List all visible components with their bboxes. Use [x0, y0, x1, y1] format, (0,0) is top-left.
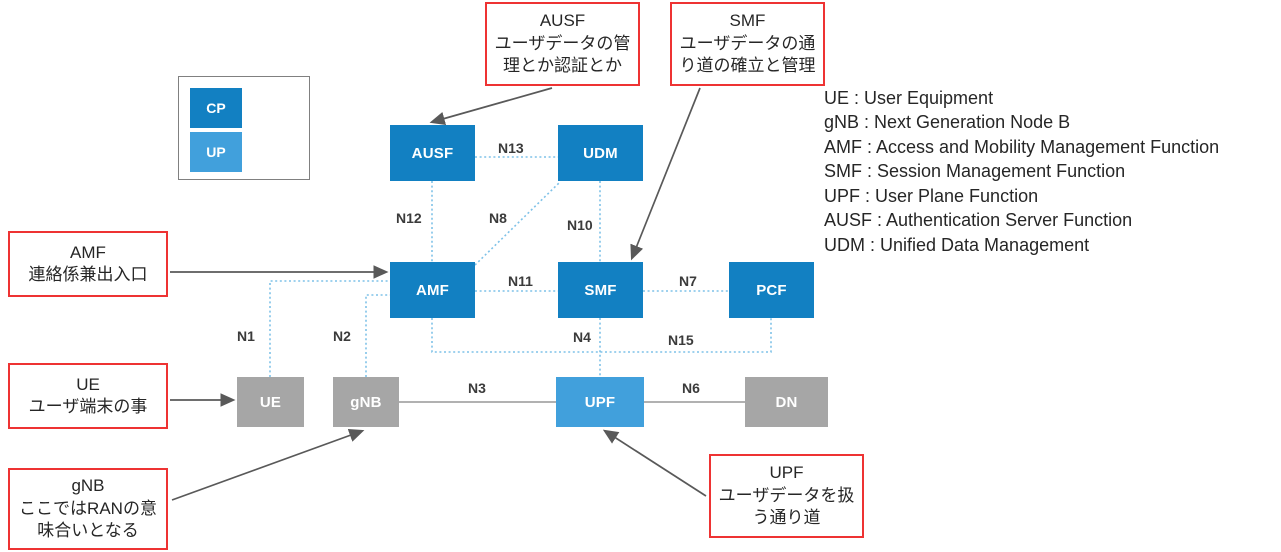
interface-label-n2: N2 — [333, 328, 351, 344]
node-ue-label: UE — [259, 393, 282, 411]
note-upf-line-2: ユーザデータを扱 — [718, 485, 855, 505]
legend-chip-up-label: UP — [206, 144, 226, 160]
note-gnb-line-1: gNB — [71, 476, 105, 496]
node-ausf[interactable]: AUSF — [390, 125, 475, 181]
node-pcf[interactable]: PCF — [729, 262, 814, 318]
node-amf[interactable]: AMF — [390, 262, 475, 318]
note-ue-line-1: UE — [76, 374, 100, 394]
glossary-item-upf: UPF : User Plane Function — [824, 185, 1039, 206]
note-upf-line-1: UPF — [769, 463, 804, 483]
interface-label-n15: N15 — [668, 332, 694, 348]
note-ue-line-2: ユーザ端末の事 — [28, 397, 148, 416]
note-upf-line-3: う通り道 — [752, 508, 821, 528]
note-amf-line-2: 連絡係兼出入口 — [28, 265, 148, 284]
interface-label-n3: N3 — [468, 380, 486, 396]
node-pcf-label: PCF — [756, 281, 787, 299]
note-ausf: AUSF ユーザデータの管 理とか認証とか — [485, 2, 640, 86]
glossary-item-amf: AMF : Access and Mobility Management Fun… — [824, 136, 1220, 157]
note-smf-line-3: り道の確立と管理 — [679, 56, 816, 76]
leader-gnb — [171, 428, 365, 501]
note-smf-line-2: ユーザデータの通 — [679, 33, 816, 53]
note-amf-line-1: AMF — [70, 242, 106, 262]
glossary-item-smf: SMF : Session Management Function — [824, 161, 1126, 182]
note-smf-line-1: SMF — [729, 11, 766, 31]
note-gnb: gNB ここではRANの意 味合いとなる — [8, 468, 168, 550]
note-smf: SMF ユーザデータの通 り道の確立と管理 — [670, 2, 825, 86]
glossary-item-udm: UDM : Unified Data Management — [824, 234, 1090, 255]
leader-ausf — [429, 87, 553, 126]
node-upf[interactable]: UPF — [556, 377, 644, 427]
note-gnb-line-3: 味合いとなる — [37, 521, 139, 541]
node-upf-label: UPF — [584, 393, 616, 411]
glossary-item-gnb: gNB : Next Generation Node B — [824, 112, 1071, 133]
link-n1 — [269, 280, 390, 377]
node-smf-label: SMF — [584, 281, 617, 299]
note-upf: UPF ユーザデータを扱 う通り道 — [709, 454, 864, 538]
note-amf: AMF 連絡係兼出入口 — [8, 231, 168, 297]
interface-label-n1: N1 — [237, 328, 255, 344]
legend-chip-cp-label: CP — [206, 100, 226, 116]
node-gnb[interactable]: gNB — [333, 377, 399, 427]
interface-label-n13: N13 — [498, 140, 524, 156]
glossary-item-ausf: AUSF : Authentication Server Function — [824, 210, 1133, 231]
note-ausf-line-3: 理とか認証とか — [503, 56, 622, 76]
legend-chip-cp: CP — [190, 88, 242, 128]
node-dn-label: DN — [775, 393, 798, 411]
node-ausf-label: AUSF — [411, 144, 454, 162]
glossary-item-ue: UE : User Equipment — [824, 88, 994, 108]
node-gnb-label: gNB — [350, 393, 382, 411]
legend-chip-up: UP — [190, 132, 242, 172]
interface-label-n7: N7 — [679, 273, 697, 289]
link-n15 — [431, 318, 772, 353]
interface-label-n10: N10 — [567, 217, 593, 233]
node-smf[interactable]: SMF — [558, 262, 643, 318]
note-ue: UE ユーザ端末の事 — [8, 363, 168, 429]
note-ausf-line-1: AUSF — [539, 11, 586, 31]
interface-label-n8: N8 — [489, 210, 507, 226]
interface-label-n12: N12 — [396, 210, 422, 226]
note-ausf-line-2: ユーザデータの管 — [494, 33, 631, 53]
leader-upf — [602, 429, 707, 497]
link-n2 — [365, 294, 390, 377]
node-dn[interactable]: DN — [745, 377, 828, 427]
node-ue[interactable]: UE — [237, 377, 304, 427]
link-n8 — [474, 181, 561, 266]
cp-links — [269, 156, 772, 377]
interface-label-n4: N4 — [573, 329, 591, 345]
interface-label-n11: N11 — [508, 273, 533, 289]
interface-label-n6: N6 — [682, 380, 700, 396]
node-amf-label: AMF — [415, 281, 450, 299]
note-gnb-line-2: ここではRANの意 — [19, 498, 157, 518]
glossary-list: UE : User Equipment gNB : Next Generatio… — [824, 86, 1219, 257]
node-udm-label: UDM — [583, 144, 618, 162]
node-udm[interactable]: UDM — [558, 125, 643, 181]
